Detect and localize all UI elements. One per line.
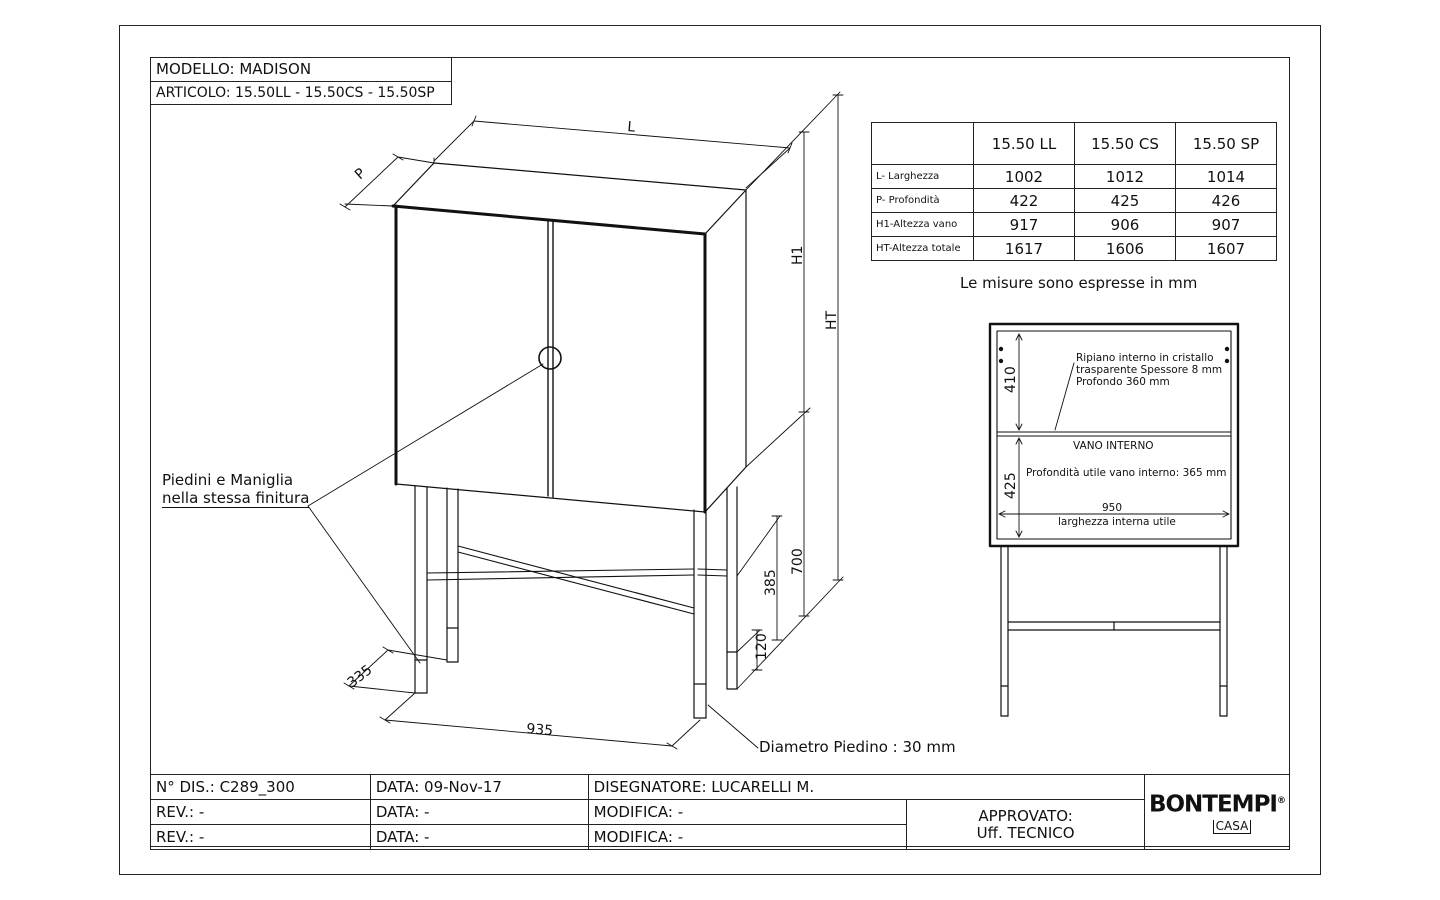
front-cabinet-legs (1000, 545, 1228, 717)
cell-value: 1606 (1074, 236, 1176, 261)
cell-value: 917 (973, 212, 1075, 237)
drawing-outer-frame (119, 25, 1321, 875)
dim-label-700: 700 (790, 548, 806, 575)
logo-subtitle: CASA (1212, 819, 1252, 834)
revision-1-change: MODIFICA: - (587, 799, 908, 825)
cell-value: 1617 (973, 236, 1075, 261)
approval-box: APPROVATO: Uff. TECNICO (906, 799, 1145, 850)
shelf-pins (998, 346, 1230, 364)
units-note: Le misure sono espresse in mm (960, 274, 1198, 292)
iso-leader-lines (307, 363, 759, 749)
row-label: P- Profondità (871, 188, 974, 213)
row-label: H1-Altezza vano (871, 212, 974, 237)
revision-1: REV.: - (150, 799, 371, 825)
cell-value: 422 (973, 188, 1075, 213)
article-codes: ARTICOLO: 15.50LL - 15.50CS - 15.50SP (151, 81, 451, 105)
dim-label-410: 410 (1003, 366, 1019, 393)
drawer-name: DISEGNATORE: LUCARELLI M. (587, 774, 1145, 800)
model-name: MODELLO: MADISON (156, 60, 312, 78)
cell-value: 1014 (1175, 164, 1277, 189)
shelf-note-line-1: Ripiano interno in cristallo (1076, 352, 1214, 364)
logo-wordmark: BONTEMPI® (1148, 791, 1286, 818)
iso-cabinet-stretchers (426, 545, 728, 615)
brand-logo: BONTEMPI® CASA (1143, 774, 1291, 850)
dim-label-120: 120 (754, 633, 770, 660)
drawing-number: N° DIS.: C289_300 (150, 774, 371, 800)
dimensions-table-header: 15.50 LL 15.50 CS 15.50 SP (871, 122, 1277, 165)
title-block-row: REV.: - DATA: - MODIFICA: - (150, 824, 1290, 850)
model-title-box: MODELLO: MADISON ARTICOLO: 15.50LL - 15.… (150, 57, 452, 105)
approval-department: Uff. TECNICO (976, 823, 1075, 842)
shelf-note-line-3: Profondo 360 mm (1076, 376, 1170, 388)
drawing-date: DATA: 09-Nov-17 (369, 774, 589, 800)
approval-label: APPROVATO: (978, 806, 1073, 825)
finish-note-line-1: Piedini e Maniglia (162, 471, 294, 489)
table-row: P- Profondità 422 425 426 (871, 188, 1277, 213)
shelf-note-line-2: trasparente Spessore 8 mm (1076, 364, 1223, 376)
iso-cabinet-body (391, 162, 747, 514)
finish-note-line-2: nella stessa finitura (162, 489, 310, 508)
column-header: 15.50 CS (1074, 122, 1176, 165)
cell-value: 426 (1175, 188, 1277, 213)
dim-label-935: 935 (526, 721, 554, 739)
dim-label-H1: H1 (790, 246, 806, 265)
cell-value: 907 (1175, 212, 1277, 237)
title-block: N° DIS.: C289_300 DATA: 09-Nov-17 DISEGN… (150, 774, 1291, 850)
table-row: H1-Altezza vano 917 906 907 (871, 212, 1277, 237)
dim-label-950: 950 (1102, 502, 1123, 514)
foot-diameter-note: Diametro Piedino : 30 mm (759, 738, 956, 756)
title-block-row: REV.: - DATA: - MODIFICA: - APPROVATO: U… (150, 799, 1290, 850)
front-cabinet-body (988, 322, 1240, 548)
iso-cabinet-legs (414, 485, 738, 719)
cell-value: 425 (1074, 188, 1176, 213)
table-corner (871, 122, 974, 165)
iso-dimensions (339, 91, 844, 750)
row-label: HT-Altezza totale (871, 236, 974, 261)
dim-label-HT: HT (824, 310, 840, 330)
cell-value: 1012 (1074, 164, 1176, 189)
revision-2-change: MODIFICA: - (587, 824, 908, 850)
table-row: L- Larghezza 1002 1012 1014 (871, 164, 1277, 189)
column-header: 15.50 SP (1175, 122, 1277, 165)
cell-value: 1607 (1175, 236, 1277, 261)
dim-label-385: 385 (763, 569, 779, 596)
dim-label-P: P (352, 165, 369, 183)
revision-2: REV.: - (150, 824, 371, 850)
row-label: L- Larghezza (871, 164, 974, 189)
depth-note: Profondità utile vano interno: 365 mm (1026, 467, 1227, 479)
front-dimensions (998, 333, 1230, 538)
title-block-row: N° DIS.: C289_300 DATA: 09-Nov-17 DISEGN… (150, 774, 1291, 850)
revision-2-date: DATA: - (369, 824, 589, 850)
dimensions-table: 15.50 LL 15.50 CS 15.50 SP L- Larghezza … (871, 122, 1277, 261)
vano-interno-label: VANO INTERNO (1073, 440, 1154, 452)
cell-value: 906 (1074, 212, 1176, 237)
dim-label-L: L (627, 119, 636, 136)
inner-width-note: larghezza interna utile (1058, 516, 1176, 528)
revision-1-date: DATA: - (369, 799, 589, 825)
table-row: HT-Altezza totale 1617 1606 1607 (871, 236, 1277, 261)
cell-value: 1002 (973, 164, 1075, 189)
dim-label-425: 425 (1003, 472, 1019, 499)
column-header: 15.50 LL (973, 122, 1075, 165)
